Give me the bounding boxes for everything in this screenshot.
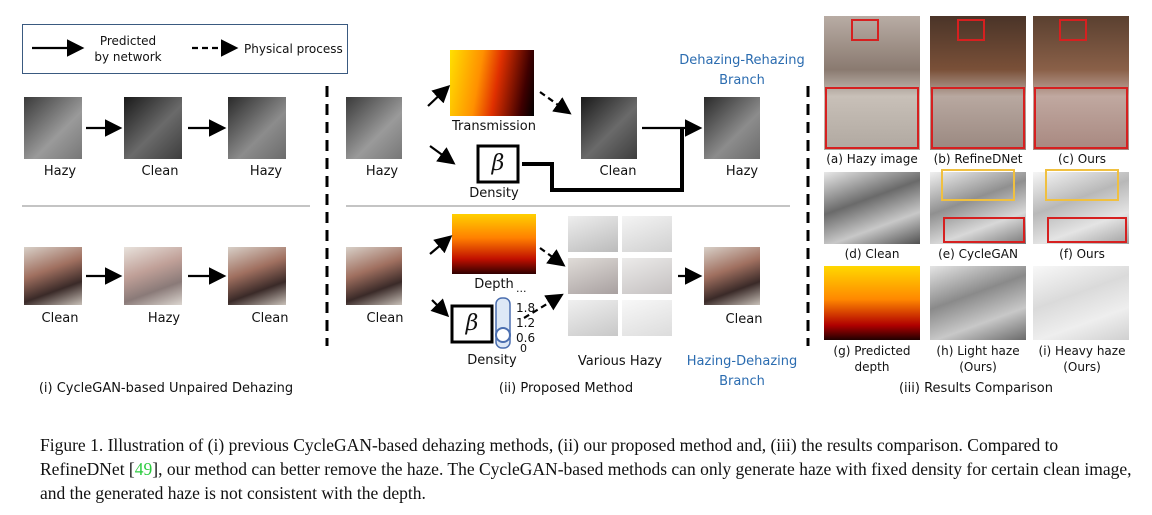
legend-predicted-label: Predicted by network — [94, 34, 162, 64]
p1-r1-label-3: Hazy — [249, 164, 283, 179]
p3-label-h: (h) Light haze (Ours) — [936, 344, 1020, 374]
p2-various-hazy-label: Various Hazy — [577, 354, 663, 369]
density-scale-3: 0.6 — [516, 331, 536, 345]
image-hazy-output — [704, 97, 760, 159]
beta-symbol-top: β — [491, 151, 505, 176]
p2-depth-label: Depth — [474, 277, 514, 292]
beta-box-bottom — [450, 304, 494, 344]
image-various-hazy-5 — [568, 300, 618, 336]
p2-hazy-label: Hazy — [365, 164, 399, 179]
image-g-depth — [824, 266, 920, 340]
p2-density2-label: Density — [467, 353, 517, 368]
image-clean-mid — [581, 97, 637, 159]
panel-i-title: (i) CycleGAN-based Unpaired Dehazing — [38, 381, 294, 396]
arrow-transmission-clean — [539, 91, 572, 115]
image-clean-1 — [124, 97, 182, 159]
arrow-density-various — [523, 293, 564, 319]
p3-label-c: (c) Ours — [1057, 152, 1107, 166]
highlight-c-small — [1059, 19, 1087, 41]
figure-caption: Figure 1. Illustration of (i) previous C… — [40, 433, 1140, 505]
arrow-hazy-density — [429, 145, 456, 165]
image-i-heavy-haze — [1033, 266, 1129, 340]
image-e-cyclegan — [930, 172, 1026, 244]
legend-box — [22, 24, 348, 74]
p3-label-e: (e) CycleGAN — [938, 247, 1018, 261]
image-clean-input — [346, 247, 402, 305]
arrow-clean-density — [430, 298, 450, 318]
density-scale-1: 1.8 — [516, 301, 536, 315]
highlight-b-big — [931, 87, 1025, 149]
arrow-hazy-transmission — [427, 84, 451, 107]
image-c-ours — [1033, 16, 1129, 150]
beta-box-top — [476, 144, 520, 184]
p1-r1-label-1: Hazy — [43, 164, 77, 179]
image-clean-output — [704, 247, 760, 305]
p2-clean-mid-label: Clean — [599, 164, 637, 179]
legend-physical-label: Physical process — [244, 42, 343, 56]
image-hazy-1 — [24, 97, 82, 159]
beta-symbol-bottom: β — [465, 311, 479, 336]
caption-part-2: ], our method can better remove the haze… — [40, 459, 1132, 503]
arrow-clean-depth — [429, 235, 453, 255]
p3-label-f: (f) Ours — [1059, 247, 1105, 261]
arrow-depth-various — [539, 247, 566, 267]
highlight-e-yellow — [941, 169, 1015, 201]
p2-density-label: Density — [469, 186, 519, 201]
p1-r1-label-2: Clean — [141, 164, 179, 179]
image-various-hazy-6 — [622, 300, 672, 336]
image-d-clean — [824, 172, 920, 244]
image-transmission-map — [450, 50, 534, 116]
image-hazy-3 — [124, 247, 182, 305]
p3-label-g: (g) Predicted depth — [833, 344, 911, 374]
image-various-hazy-1 — [568, 216, 618, 252]
p2-clean-in-label: Clean — [366, 311, 404, 326]
branch-bottom-label: Hazing-Dehazing Branch — [686, 354, 798, 389]
p3-label-i: (i) Heavy haze (Ours) — [1038, 344, 1126, 374]
highlight-f-yellow — [1045, 169, 1119, 201]
panel-ii-title: (ii) Proposed Method — [498, 381, 634, 396]
image-clean-3 — [228, 247, 286, 305]
p2-hazy-out-label: Hazy — [725, 164, 759, 179]
image-various-hazy-3 — [568, 258, 618, 294]
p2-transmission-label: Transmission — [452, 119, 536, 134]
p2-clean-out-label: Clean — [725, 312, 763, 327]
image-h-light-haze — [930, 266, 1026, 340]
highlight-c-big — [1034, 87, 1128, 149]
image-hazy-input — [346, 97, 402, 159]
highlight-b-small — [957, 19, 985, 41]
p3-label-a: (a) Hazy image — [826, 152, 918, 166]
highlight-a-small — [851, 19, 879, 41]
density-scale-0: ... — [516, 282, 527, 295]
p3-label-b: (b) RefineDNet — [933, 152, 1023, 166]
highlight-e-red — [943, 217, 1025, 243]
arrow-density-path — [522, 128, 684, 192]
image-a-hazy — [824, 16, 920, 150]
p3-label-d: (d) Clean — [844, 247, 900, 261]
highlight-a-big — [825, 87, 919, 149]
p1-r2-label-3: Clean — [251, 311, 289, 326]
caption-part-1: Figure 1. Illustration of (i) previous C… — [40, 435, 1059, 479]
image-hazy-2 — [228, 97, 286, 159]
image-b-refinednet — [930, 16, 1026, 150]
density-scale-4: 0 — [520, 342, 527, 355]
image-depth-map — [452, 214, 536, 274]
highlight-f-red — [1047, 217, 1127, 243]
caption-citation[interactable]: 49 — [134, 459, 153, 479]
density-scale-2: 1.2 — [516, 316, 536, 330]
image-various-hazy-4 — [622, 258, 672, 294]
density-slider-knob — [495, 327, 511, 343]
image-clean-2 — [24, 247, 82, 305]
panel-iii-title: (iii) Results Comparison — [898, 381, 1054, 396]
image-various-hazy-2 — [622, 216, 672, 252]
p1-r2-label-1: Clean — [41, 311, 79, 326]
branch-top-label: Dehazing-Rehazing Branch — [679, 53, 805, 88]
p1-r2-label-2: Hazy — [147, 311, 181, 326]
